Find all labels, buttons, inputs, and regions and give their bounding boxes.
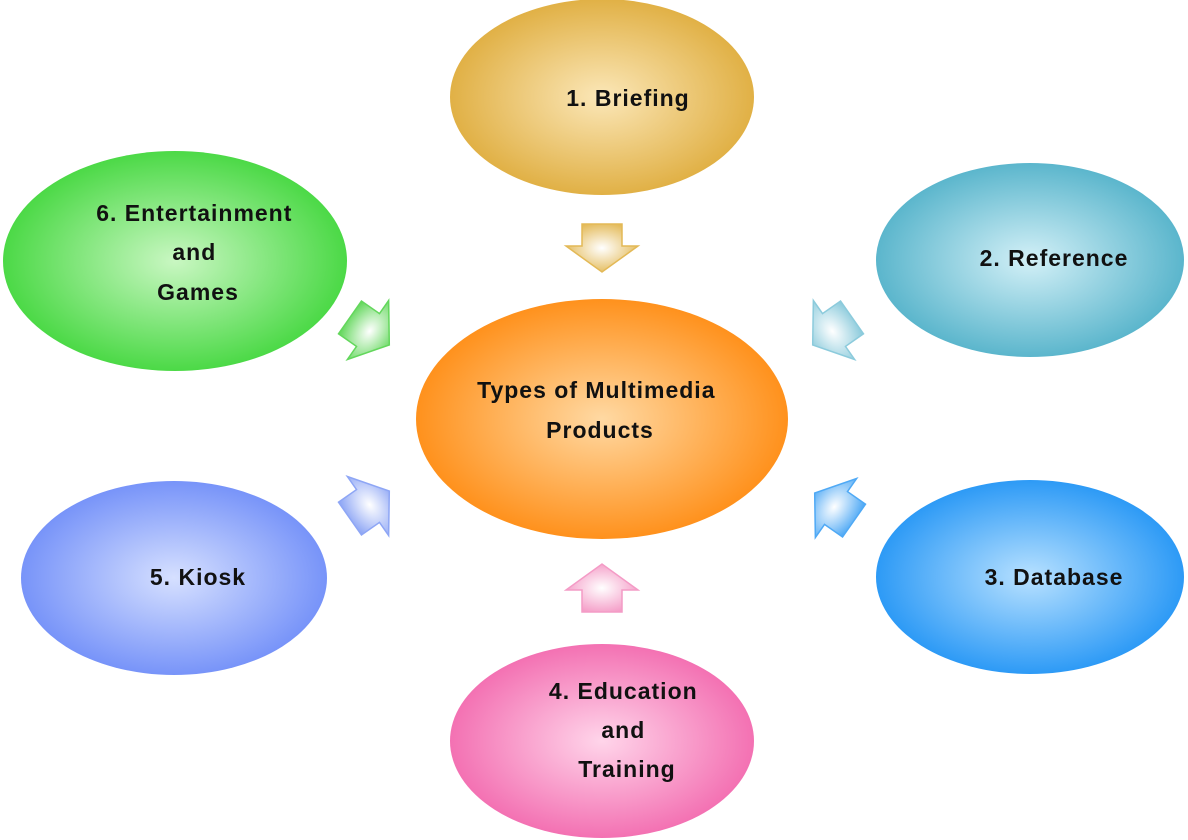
node-entertainment-label-line-1: 6. Entertainment [96,200,292,226]
arrow-education-and-training [563,563,641,613]
svg-text:2. Reference: 2. Reference [980,245,1129,271]
node-database: 3. Database [876,480,1184,674]
node-kiosk: 5. Kiosk [21,481,327,675]
node-education-and-training: 4. Education and Training [450,644,754,838]
node-briefing-label: 1. Briefing [566,85,689,111]
svg-text:1. Briefing: 1. Briefing [566,85,689,111]
node-kiosk-label: 5. Kiosk [150,564,246,590]
node-education-label-line-2: and [601,717,645,743]
arrow-kiosk [337,475,391,538]
node-education-label-line-1: 4. Education [549,678,698,704]
node-entertainment-and-games: 6. Entertainment and Games [3,151,347,371]
arrow-briefing [563,223,641,273]
node-entertainment-label-line-2: and [172,239,216,265]
node-reference: 2. Reference [876,163,1184,357]
arrow-database [813,477,867,540]
svg-text:6. Entertainment and: 6. Entertainment and Games [96,200,300,305]
center-label-line-2: Products [546,417,654,443]
center-node: Types of Multimedia Products [416,299,788,539]
arrow-entertainment-and-games [337,298,391,361]
svg-text:5. Kiosk: 5. Kiosk [150,564,246,590]
node-education-label-line-3: Training [578,756,675,782]
center-label-line-1: Types of Multimedia [477,377,715,403]
node-database-label: 3. Database [985,564,1124,590]
node-briefing: 1. Briefing [450,0,754,195]
svg-text:4. Education and T: 4. Education and Training [549,678,705,782]
node-entertainment-label-line-3: Games [157,279,239,305]
arrow-reference [811,298,865,361]
node-reference-label: 2. Reference [980,245,1129,271]
svg-text:Types of Multimedia Prod: Types of Multimedia Products [477,377,723,443]
svg-text:3. Database: 3. Database [985,564,1124,590]
